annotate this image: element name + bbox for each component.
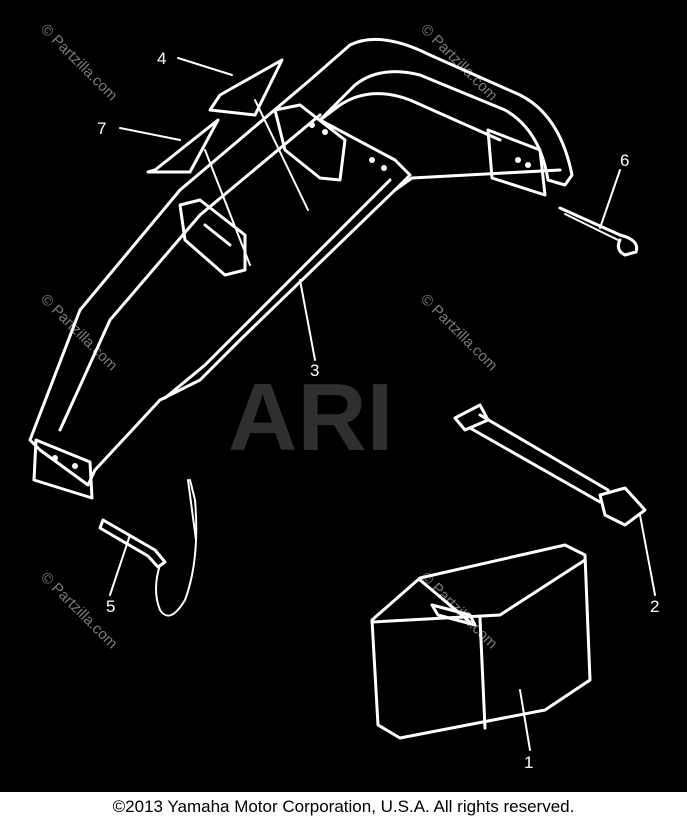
partzilla-watermark-1: © Partzilla.com [37, 21, 120, 104]
part-3-rail-guard [28, 37, 574, 500]
part-6-pin [558, 206, 639, 257]
callout-4: 4 [157, 49, 166, 68]
callout-7: 7 [97, 119, 106, 138]
part-7-decal [146, 118, 220, 174]
exploded-parts-diagram: ARI © Partzilla.com © Partzilla.com © Pa… [28, 21, 659, 772]
callout-5: 5 [106, 597, 115, 616]
part-5-pin-lanyard [98, 479, 198, 617]
callout-1: 1 [524, 753, 533, 772]
part-1-cover-box [370, 543, 592, 740]
callout-6: 6 [620, 151, 629, 170]
copyright-notice: ©2013 Yamaha Motor Corporation, U.S.A. A… [112, 797, 575, 816]
part-4-decal [208, 58, 284, 117]
part-2-strap [453, 403, 647, 527]
footer-bar [0, 792, 687, 826]
callout-3: 3 [310, 361, 319, 380]
callout-2: 2 [650, 597, 659, 616]
ari-watermark: ARI [228, 364, 393, 471]
partzilla-watermark-3: © Partzilla.com [37, 291, 120, 374]
callout-leaders [109, 57, 656, 751]
partzilla-watermark-4: © Partzilla.com [417, 291, 500, 374]
